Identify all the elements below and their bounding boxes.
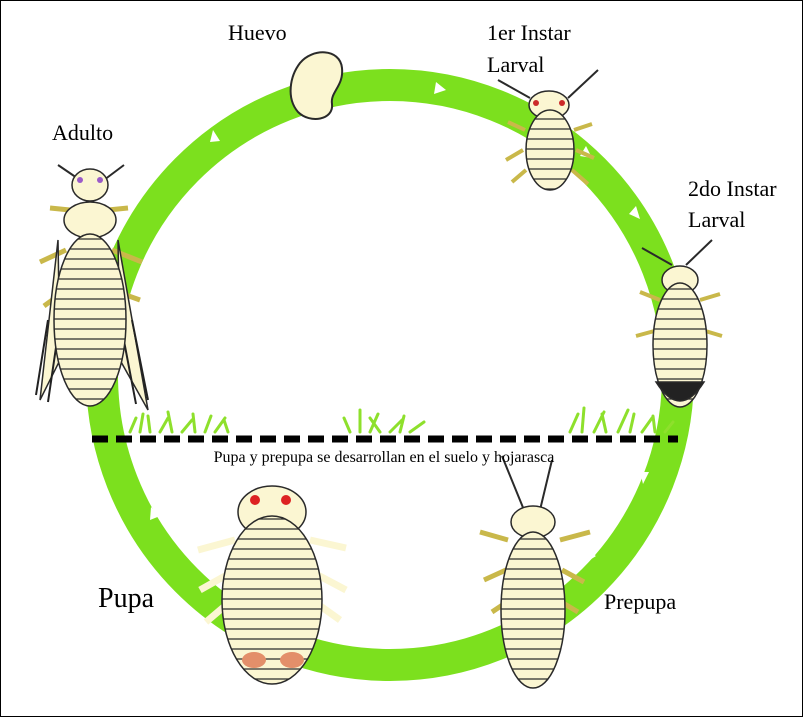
egg-illustration <box>291 52 343 119</box>
label-first-instar-line1: 1er Instar <box>487 20 571 45</box>
label-first-instar-line2: Larval <box>487 52 544 77</box>
grass <box>130 408 673 432</box>
label-adult: Adulto <box>52 120 113 145</box>
label-prepupa: Prepupa <box>604 589 676 614</box>
label-second-instar-line1: 2do Instar <box>688 176 777 201</box>
label-second-instar-line2: Larval <box>688 207 745 232</box>
cycle-ring <box>102 85 678 665</box>
label-egg: Huevo <box>228 20 287 45</box>
soil-caption: Pupa y prepupa se desarrollan en el suel… <box>214 449 555 466</box>
arrow-icon <box>460 624 472 635</box>
label-pupa: Pupa <box>98 583 155 614</box>
